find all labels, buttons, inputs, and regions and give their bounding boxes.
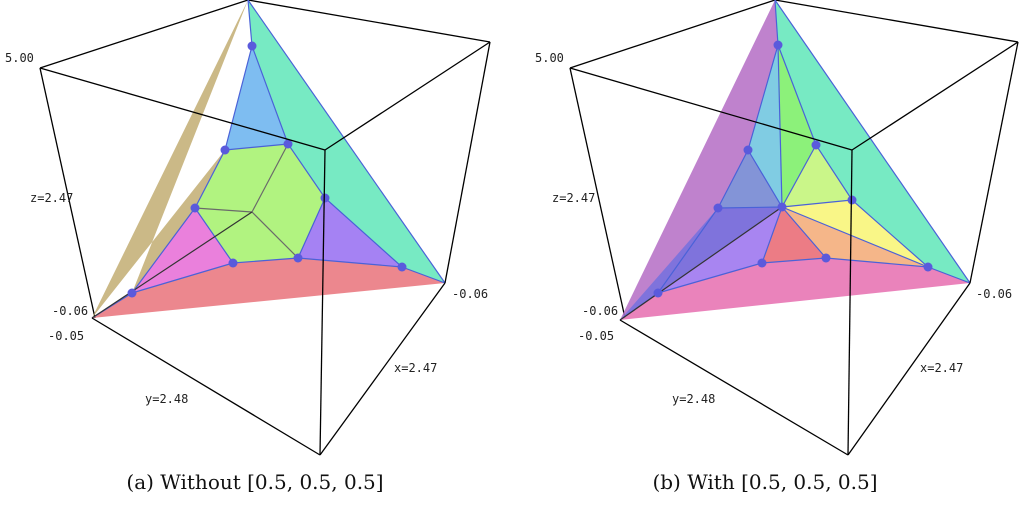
vertex [293,253,303,263]
vertex-points [653,40,933,298]
bounding-box-back [39,0,491,319]
panel-without: 5.00 z=2.47 -0.06 -0.05 y=2.48 -0.06 x=2… [0,0,510,514]
vertex [220,145,230,155]
caption-with: (b) With [0.5, 0.5, 0.5] [652,470,878,494]
vertex [847,195,857,205]
face-yellow [782,200,928,267]
axis-label-z-min: -0.06 [52,304,88,318]
face-pink [620,258,970,320]
vertex [743,145,753,155]
face-red [762,207,826,263]
axis-label-y-mid: y=2.48 [145,392,188,406]
vertex [821,253,831,263]
axis-label-x-mid: x=2.47 [394,361,437,375]
face-steel [718,150,782,208]
panel-with: 5.00 z=2.47 -0.06 -0.05 y=2.48 -0.06 x=2… [510,0,1020,514]
vertex [777,202,787,212]
axis-label-x-min: -0.06 [452,287,488,301]
axis-label-x-min: -0.06 [976,287,1012,301]
axis-label-z-max: 5.00 [535,51,564,65]
vertex [397,262,407,272]
vertex [773,40,783,50]
bounding-box-front [569,41,1019,456]
face-lime [782,145,852,207]
vertex [923,262,933,272]
axis-label-z-mid: z=2.47 [30,191,73,205]
vertex [247,41,257,51]
axis-label-z-max: 5.00 [5,51,34,65]
vertex [713,203,723,213]
face-blue [225,46,288,150]
plot-with: 5.00 z=2.47 -0.06 -0.05 y=2.48 -0.06 x=2… [535,0,1019,456]
bounding-box-front [39,41,491,456]
axis-label-x-mid: x=2.47 [920,361,963,375]
vertex [127,288,137,298]
face-red [92,258,445,318]
axis-label-z-min: -0.06 [582,304,618,318]
vertex [190,203,200,213]
face-magenta [132,208,233,293]
caption-without: (a) Without [0.5, 0.5, 0.5] [126,470,384,494]
face-violet [620,0,782,320]
vertex [811,140,821,150]
axis-label-y-min: -0.05 [48,329,84,343]
axis-label-z-mid: z=2.47 [552,191,595,205]
simplex-faces [92,0,445,318]
vertex [757,258,767,268]
bounding-box-back [569,0,1019,319]
vertex-points [127,41,407,298]
vertex [320,193,330,203]
face-green [195,144,325,263]
face-cyan [748,45,782,207]
vertex [653,288,663,298]
vertex [228,258,238,268]
face-tan [92,0,248,318]
face-green [778,45,816,207]
vertex [283,139,293,149]
face-indigo [620,207,782,320]
axis-label-y-mid: y=2.48 [672,392,715,406]
axis-label-y-min: -0.05 [578,329,614,343]
plot-without: 5.00 z=2.47 -0.06 -0.05 y=2.48 -0.06 x=2… [5,0,491,456]
